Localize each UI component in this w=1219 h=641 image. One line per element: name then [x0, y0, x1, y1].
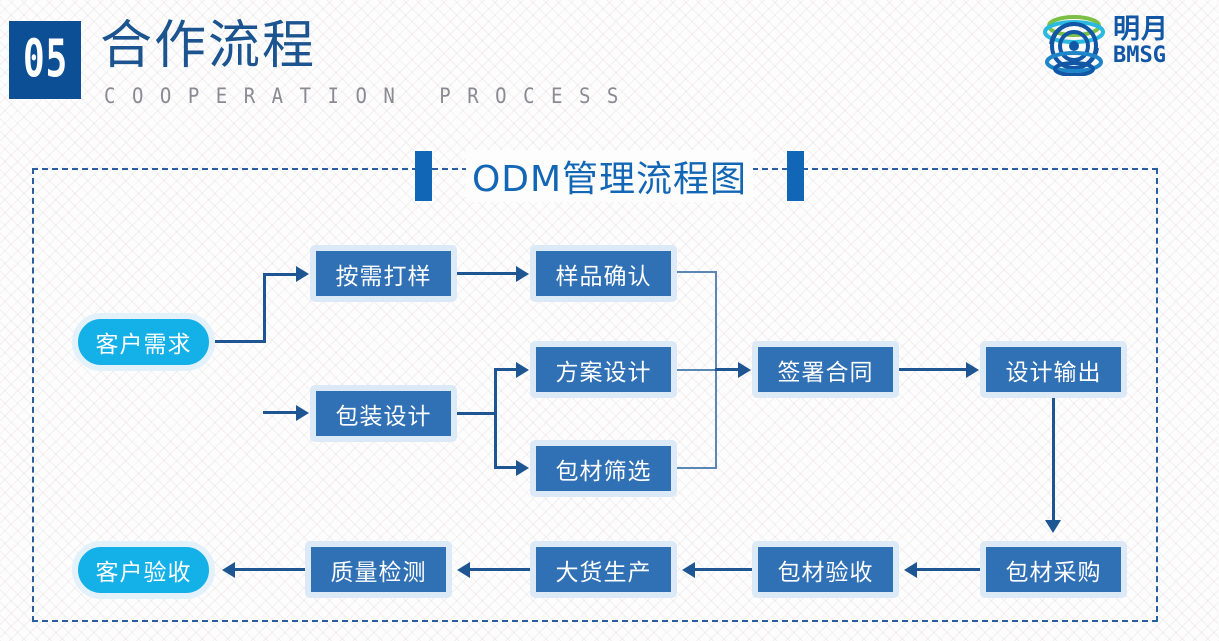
edge-line: [494, 368, 497, 468]
edge-line: [677, 467, 717, 469]
edge-line: [677, 369, 717, 371]
edge-arrow: [296, 405, 309, 421]
edge-line: [263, 273, 266, 343]
edge-arrow: [516, 266, 529, 282]
edge-line: [263, 273, 299, 276]
section-number: 05: [22, 29, 68, 90]
flow-node-label: 客户验收: [95, 560, 192, 586]
page-subtitle: COOPERATION PROCESS: [104, 84, 635, 109]
flow-node-scheme-design[interactable]: 方案设计: [530, 341, 677, 398]
edge-line: [899, 368, 969, 371]
edge-line: [263, 411, 299, 414]
flow-node-label: 样品确认: [555, 263, 652, 290]
flow-node-package-design[interactable]: 包装设计: [310, 385, 457, 442]
flow-node-customer-demand[interactable]: 客户需求: [72, 313, 215, 371]
edge-line: [494, 466, 519, 469]
flow-node-label: 包材验收: [777, 559, 874, 586]
edge-arrow: [516, 362, 529, 378]
globe-logo-icon: [1041, 14, 1107, 77]
flow-node-material-purchase[interactable]: 包材采购: [980, 541, 1127, 598]
flow-node-label: 质量检测: [330, 559, 427, 586]
edge-line: [215, 340, 266, 343]
edge-arrow: [222, 562, 235, 578]
section-number-badge: 05: [9, 21, 81, 99]
edge-line: [686, 568, 752, 571]
brand-logo: 明月 BMSG: [1041, 14, 1209, 77]
edge-line: [677, 271, 717, 273]
flow-node-label: 大货生产: [555, 559, 652, 586]
edge-arrow: [516, 460, 529, 476]
flow-node-label: 签署合同: [777, 359, 874, 386]
edge-line: [1052, 398, 1055, 523]
edge-arrow: [904, 562, 917, 578]
edge-arrow: [296, 266, 309, 282]
flow-node-design-output[interactable]: 设计输出: [980, 341, 1127, 398]
edge-line: [457, 412, 497, 415]
page-title: 合作流程: [100, 16, 317, 76]
flow-node-sample-confirm[interactable]: 样品确认: [530, 245, 677, 302]
flow-node-mass-production[interactable]: 大货生产: [530, 541, 677, 598]
flow-node-customer-accept[interactable]: 客户验收: [72, 541, 215, 599]
edge-line: [457, 272, 519, 275]
edge-line: [494, 368, 519, 371]
flow-node-sign-contract[interactable]: 签署合同: [752, 341, 899, 398]
edge-line: [228, 568, 305, 571]
edge-arrow: [738, 362, 751, 378]
brand-name-cn: 明月: [1113, 14, 1169, 45]
flow-node-sampling-on-demand[interactable]: 按需打样: [310, 245, 457, 302]
flow-node-quality-check[interactable]: 质量检测: [305, 541, 452, 598]
flow-node-material-accept[interactable]: 包材验收: [752, 541, 899, 598]
edge-arrow: [682, 562, 695, 578]
flow-node-label: 包材筛选: [555, 458, 652, 485]
edge-line: [715, 368, 741, 371]
edge-arrow: [1045, 520, 1061, 533]
edge-line: [461, 568, 530, 571]
flow-node-label: 包材采购: [1005, 559, 1102, 586]
brand-name-en: BMSG: [1113, 43, 1166, 69]
edge-arrow: [966, 362, 979, 378]
edge-arrow: [457, 562, 470, 578]
flow-node-label: 方案设计: [555, 359, 652, 386]
flow-node-label: 设计输出: [1005, 359, 1102, 386]
flow-node-material-screen[interactable]: 包材筛选: [530, 440, 677, 497]
flow-node-label: 包装设计: [335, 403, 432, 430]
flow-node-label: 按需打样: [335, 263, 432, 290]
edge-line: [908, 568, 980, 571]
brand-logo-text: 明月 BMSG: [1113, 14, 1169, 69]
flow-node-label: 客户需求: [95, 332, 192, 358]
